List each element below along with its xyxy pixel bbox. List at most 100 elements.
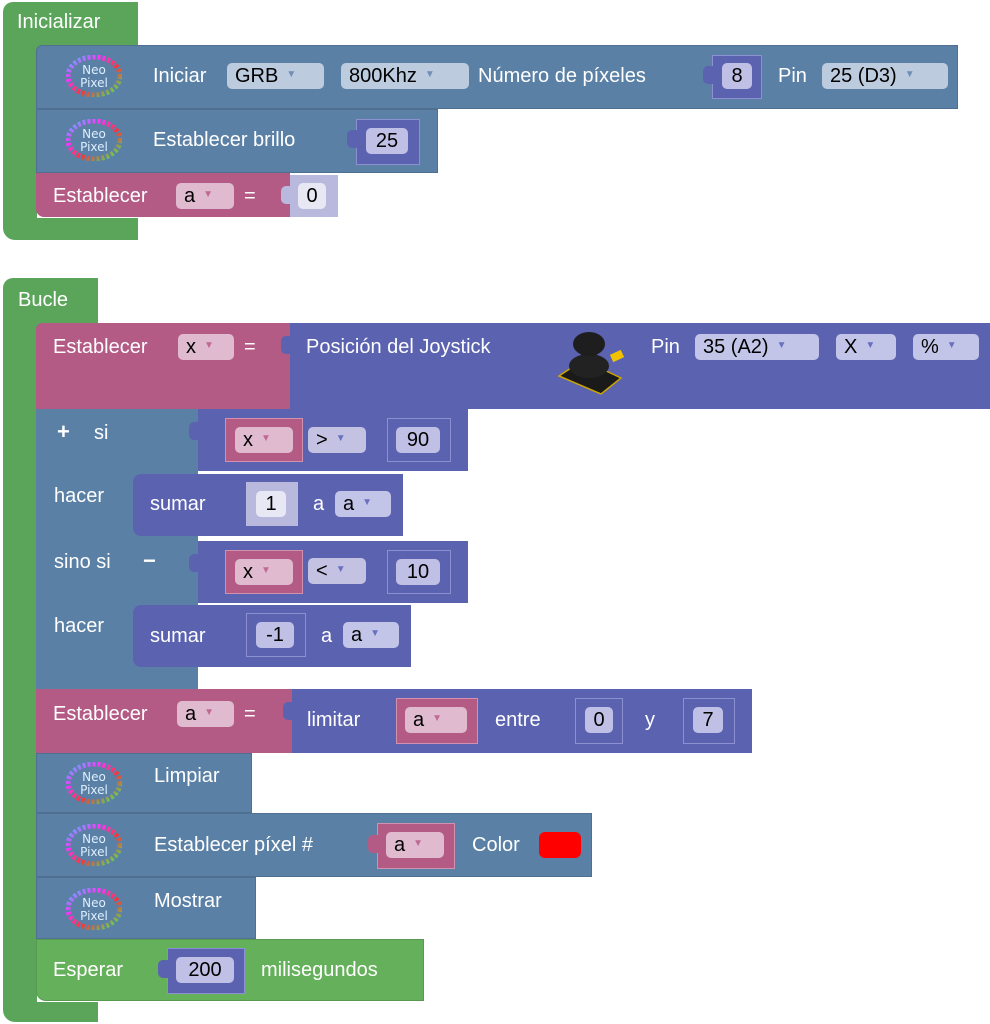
- variable-dropdown[interactable]: x▼: [178, 334, 234, 360]
- dropdown-arrow-icon: ▼: [432, 712, 443, 724]
- variable-value: x: [243, 429, 253, 451]
- svg-text:Neo: Neo: [82, 63, 106, 77]
- dropdown-arrow-icon: ▼: [335, 432, 346, 444]
- variable-dropdown[interactable]: x▼: [235, 427, 293, 453]
- equals-label: =: [244, 185, 256, 207]
- dropdown-arrow-icon: ▼: [904, 68, 915, 80]
- dropdown-arrow-icon: ▼: [370, 627, 381, 639]
- variable-dropdown[interactable]: a▼: [343, 622, 399, 648]
- dropdown-arrow-icon: ▼: [865, 339, 876, 351]
- neopixel-icon: Neo Pixel: [65, 887, 123, 931]
- joystick-image-icon: [555, 330, 633, 396]
- variable-value: a: [413, 709, 425, 731]
- color-label: Color: [472, 834, 520, 856]
- elseif-label: sino si: [54, 551, 111, 573]
- set-a-block[interactable]: [36, 689, 292, 753]
- pin-value: 35 (A2): [703, 336, 769, 358]
- number-input[interactable]: -1: [256, 622, 294, 648]
- color-picker-swatch[interactable]: [539, 832, 581, 858]
- high-input[interactable]: 7: [693, 707, 723, 733]
- set-pixel-block[interactable]: [36, 813, 592, 877]
- variable-dropdown[interactable]: a▼: [177, 701, 234, 727]
- variable-dropdown[interactable]: a▼: [335, 491, 391, 517]
- wait-input[interactable]: 200: [176, 957, 234, 983]
- dropdown-arrow-icon: ▼: [261, 432, 271, 444]
- mutator-minus-icon[interactable]: −: [143, 548, 156, 573]
- to-label: a: [321, 625, 333, 647]
- variable-dropdown[interactable]: x▼: [235, 559, 293, 585]
- increment-label: sumar: [150, 625, 206, 647]
- connector-tab: [189, 554, 199, 572]
- operator-dropdown[interactable]: <▼: [308, 558, 366, 584]
- brightness-input[interactable]: 25: [366, 128, 408, 154]
- connector-tab: [283, 702, 293, 720]
- pin-label: Pin: [651, 336, 680, 358]
- svg-text:Neo: Neo: [82, 896, 106, 910]
- dropdown-arrow-icon: ▼: [413, 837, 424, 849]
- wait-label: Esperar: [53, 959, 124, 981]
- low-input[interactable]: 0: [585, 707, 613, 733]
- operator-value: >: [316, 429, 328, 451]
- number-input[interactable]: 90: [396, 427, 440, 453]
- to-label: a: [313, 493, 325, 515]
- svg-text:Pixel: Pixel: [80, 140, 108, 154]
- equals-label: =: [244, 336, 256, 358]
- frequency-value: 800Khz: [349, 65, 417, 87]
- dropdown-arrow-icon: ▼: [204, 339, 214, 351]
- wait-unit-label: milisegundos: [261, 959, 378, 981]
- axis-dropdown[interactable]: X▼: [836, 334, 896, 360]
- mutator-plus-icon[interactable]: +: [57, 419, 70, 444]
- pin-value: 25 (D3): [830, 65, 897, 87]
- dropdown-arrow-icon: ▼: [362, 496, 373, 508]
- num-pixels-input[interactable]: 8: [722, 63, 752, 89]
- neopixel-begin-block[interactable]: [36, 45, 958, 109]
- operator-dropdown[interactable]: >▼: [308, 427, 366, 453]
- joystick-label: Posición del Joystick: [306, 336, 491, 358]
- frequency-dropdown[interactable]: 800Khz▼: [341, 63, 469, 89]
- variable-dropdown[interactable]: a▼: [405, 707, 467, 733]
- connector-tab: [347, 130, 357, 148]
- num-pixels-label: Número de píxeles: [478, 65, 646, 87]
- loop-block-header[interactable]: [3, 278, 98, 328]
- set-a-label: Establecer: [53, 703, 148, 725]
- show-label: Mostrar: [154, 890, 222, 912]
- pin-dropdown[interactable]: 25 (D3) ▼: [822, 63, 948, 89]
- set-variable-block[interactable]: [36, 173, 290, 217]
- pin-label: Pin: [778, 65, 807, 87]
- neopixel-icon: Neo Pixel: [65, 761, 123, 805]
- number-input[interactable]: 1: [256, 491, 286, 517]
- init-block-footer: [3, 218, 138, 240]
- connector-tab: [281, 186, 291, 204]
- do-label: hacer: [54, 485, 105, 507]
- connector-tab: [158, 960, 168, 978]
- loop-block-label: Bucle: [18, 289, 69, 311]
- number-input[interactable]: 10: [396, 559, 440, 585]
- set-x-block[interactable]: [36, 323, 290, 409]
- equals-label: =: [244, 703, 256, 725]
- pin-dropdown[interactable]: 35 (A2) ▼: [695, 334, 819, 360]
- color-order-dropdown[interactable]: GRB▼: [227, 63, 324, 89]
- set-brightness-label: Establecer brillo: [153, 129, 296, 151]
- constrain-block[interactable]: [292, 689, 752, 753]
- unit-dropdown[interactable]: %▼: [913, 334, 979, 360]
- operator-value: <: [316, 560, 328, 582]
- connector-tab: [281, 336, 291, 354]
- init-block-spine: [3, 40, 37, 220]
- variable-value: x: [186, 336, 196, 358]
- dropdown-arrow-icon: ▼: [261, 564, 271, 576]
- set-pixel-label: Establecer píxel #: [154, 834, 313, 856]
- variable-dropdown[interactable]: a▼: [176, 183, 234, 209]
- dropdown-arrow-icon: ▼: [776, 339, 787, 351]
- number-input[interactable]: 0: [298, 183, 326, 209]
- loop-block-footer: [3, 1002, 98, 1022]
- dropdown-arrow-icon: ▼: [335, 563, 346, 575]
- variable-value: a: [351, 624, 363, 646]
- variable-value: a: [343, 493, 355, 515]
- color-order-value: GRB: [235, 65, 279, 87]
- and-label: y: [645, 709, 655, 731]
- variable-dropdown[interactable]: a▼: [386, 832, 444, 858]
- neopixel-icon: Neo Pixel: [65, 118, 123, 162]
- svg-text:Pixel: Pixel: [80, 845, 108, 859]
- svg-text:Neo: Neo: [82, 832, 106, 846]
- clear-label: Limpiar: [154, 765, 220, 787]
